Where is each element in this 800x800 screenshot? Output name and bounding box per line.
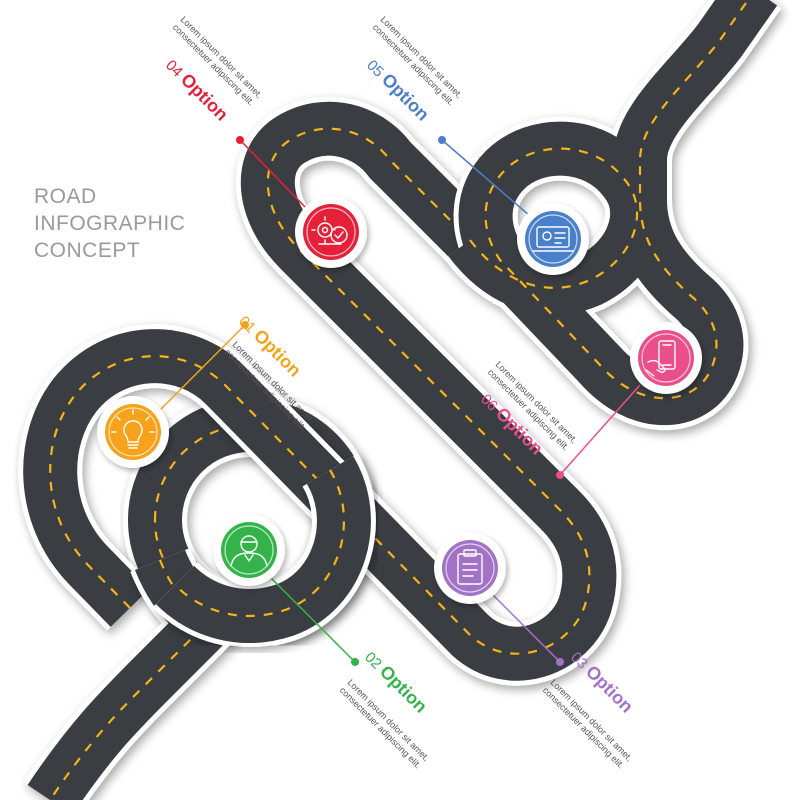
marker-inner-ring: [306, 207, 356, 257]
marker-inner-ring: [445, 543, 495, 593]
marker-fill: [442, 540, 498, 596]
road-loop-top-right: [444, 0, 782, 431]
option-marker-02: [213, 514, 285, 586]
option-marker-01: [97, 396, 169, 468]
clipboard-icon: [457, 549, 483, 585]
connector-dot-06: [556, 471, 564, 479]
connector-dot-02: [351, 658, 359, 666]
option-marker-06: [630, 322, 702, 394]
option-marker-05: [517, 203, 589, 275]
title-line-1: ROAD: [34, 185, 97, 208]
title-line-3: CONCEPT: [34, 239, 141, 262]
connector-dot-03: [556, 658, 564, 666]
connector-dot-04: [236, 136, 244, 144]
road-center-line: [49, 559, 213, 800]
title-line-2: INFOGRAPHIC: [34, 212, 186, 235]
connector-line-02: [267, 574, 356, 663]
option-description-04: Lorem ipsum dolor sit amet,consectetuer …: [171, 14, 264, 107]
option-marker-03: [434, 532, 506, 604]
connector-dot-05: [438, 136, 446, 144]
connector-dot-01: [241, 321, 249, 329]
marker-inner-ring: [224, 525, 274, 575]
marker-fill: [638, 330, 694, 386]
lightbulb-icon: [111, 409, 155, 449]
marker-fill: [525, 211, 581, 267]
option-connectors: [159, 136, 641, 666]
laptop-icon: [532, 226, 574, 252]
marker-inner-ring: [108, 407, 158, 457]
road: [18, 0, 782, 800]
connector-line-01: [159, 324, 246, 411]
mobile-hand-icon: [645, 340, 676, 377]
marker-inner-ring: [641, 333, 691, 383]
connector-line-04: [239, 139, 309, 211]
road-center-line: [49, 127, 591, 655]
option-markers: [97, 196, 702, 604]
person-icon: [230, 535, 268, 567]
marker-fill: [221, 522, 277, 578]
option-title: Option: [582, 661, 637, 716]
connector-line-05: [441, 139, 531, 217]
marker-inner-ring: [528, 214, 578, 264]
road-center-line: [174, 469, 345, 618]
connector-line-06: [559, 384, 641, 476]
gears-icon: [311, 216, 348, 245]
marker-fill: [105, 404, 161, 460]
infographic-title: ROAD INFOGRAPHIC CONCEPT: [34, 183, 274, 264]
road-long-diagonal: [18, 96, 622, 686]
road-center-line: [469, 0, 750, 400]
connector-line-03: [489, 591, 561, 663]
road-loop-bottom-front: [152, 453, 376, 648]
option-marker-04: [295, 196, 367, 268]
road-center-line: [153, 423, 347, 617]
